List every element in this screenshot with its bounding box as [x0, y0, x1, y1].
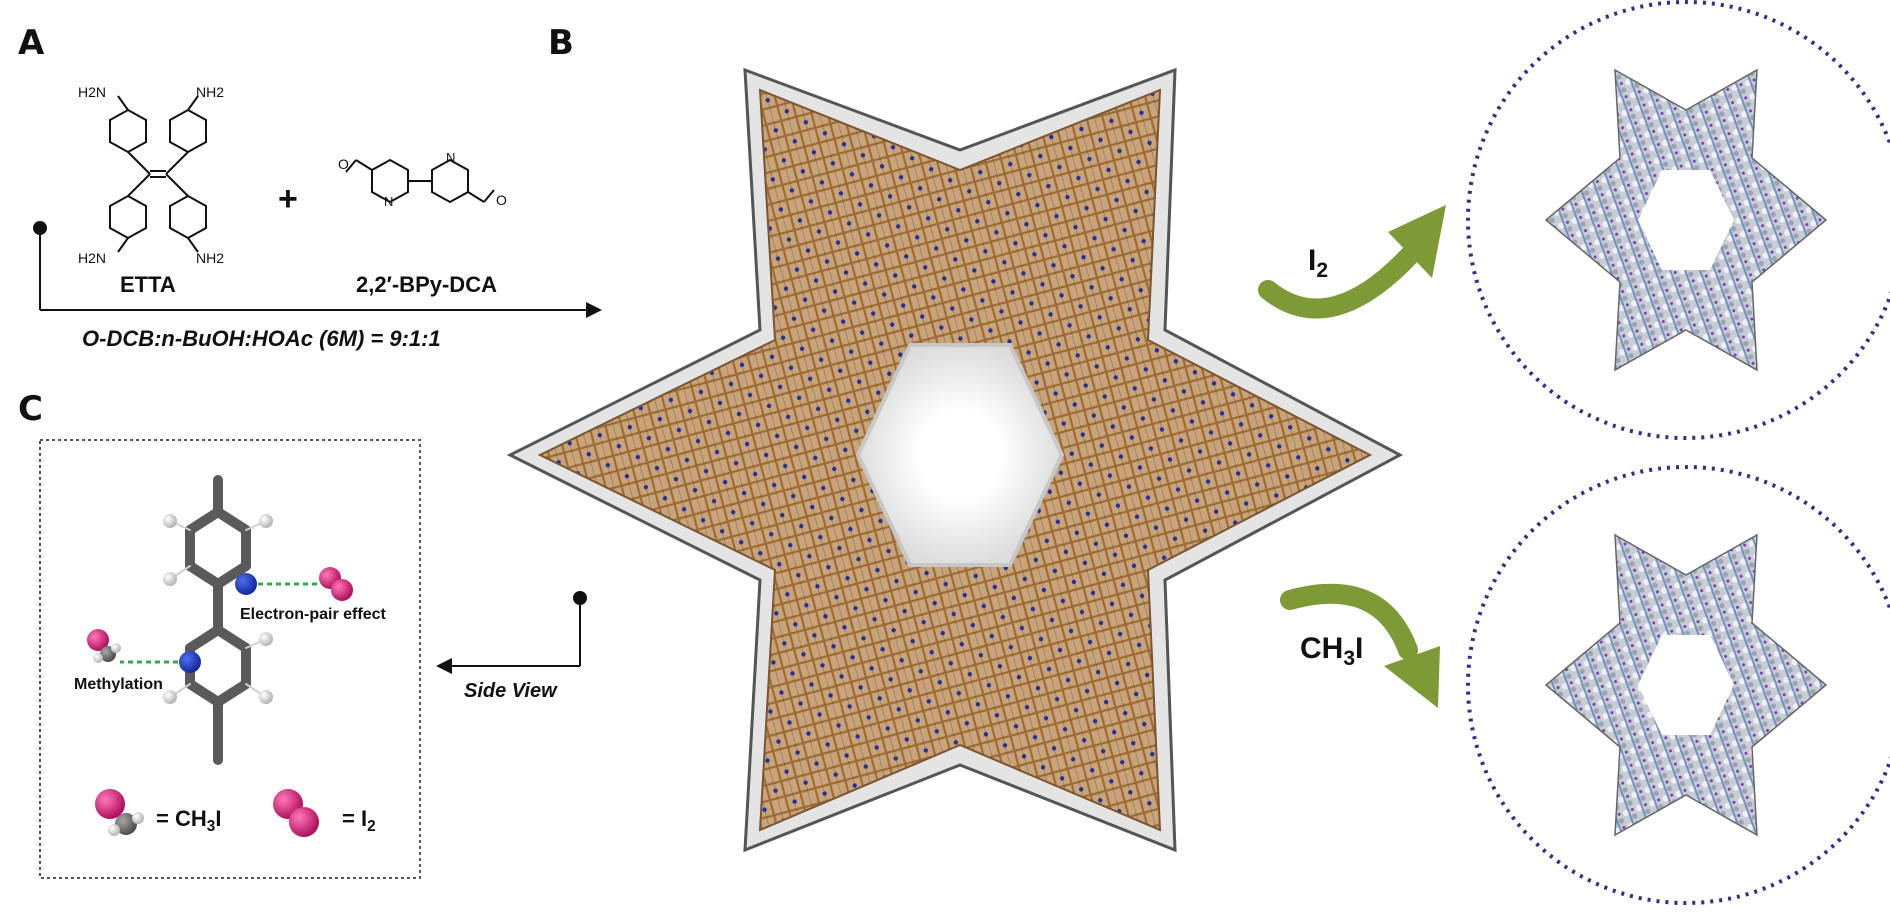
iodine-molecule-model — [319, 567, 353, 601]
side-view-dot — [573, 591, 587, 605]
panel-a-scheme — [39, 95, 596, 311]
pyridine-n-right: N — [446, 150, 456, 165]
reagent-ch3i-label: CH3I — [1300, 632, 1364, 671]
reaction-start-dot — [33, 221, 47, 235]
bipyridine-model — [163, 475, 273, 765]
panel-letter-b: B — [548, 23, 574, 63]
amine-nh2-top-left: H2N — [78, 84, 107, 100]
side-view-label: Side View — [464, 680, 557, 702]
side-view-arrow — [446, 598, 581, 667]
side-view-arrowhead — [436, 658, 452, 674]
amine-nh2-bottom-right: NH2 — [196, 250, 225, 266]
panel-letter-a: A — [18, 23, 45, 63]
aldehyde-o-right: O — [496, 192, 507, 208]
legend-i2-model — [273, 789, 319, 837]
cof-star-structure — [506, 67, 1404, 853]
bpy-dca-label: 2,2′-BPy-DCA — [356, 272, 497, 297]
panel-letter-c: C — [18, 389, 43, 429]
etta-label: ETTA — [120, 272, 176, 297]
legend-i2-label: = I2 — [342, 806, 376, 836]
aldehyde-o-left: O — [338, 156, 349, 172]
legend-ch3i-model — [95, 789, 144, 836]
amine-nh2-bottom-left: H2N — [78, 250, 107, 266]
reagent-i2-label: I2 — [1308, 244, 1329, 283]
methylation-label: Methylation — [74, 676, 163, 693]
green-arrow-bottom — [1280, 583, 1440, 708]
green-arrow-top — [1258, 205, 1446, 319]
reaction-arrowhead — [586, 302, 602, 318]
ch3i-loaded-cof-circle — [1466, 465, 1890, 905]
methyl-iodide-model — [87, 629, 121, 663]
panel-c-box — [39, 439, 421, 879]
i2-loaded-cof-circle — [1466, 0, 1890, 440]
legend-ch3i-label: = CH3I — [156, 806, 222, 836]
pyridine-n-left: N — [384, 194, 394, 209]
reaction-conditions: O-DCB:n-BuOH:HOAc (6M) = 9:1:1 — [82, 326, 441, 351]
electron-pair-label: Electron-pair effect — [240, 606, 386, 623]
amine-nh2-top-right: NH2 — [196, 84, 225, 100]
plus-sign: + — [278, 180, 298, 218]
